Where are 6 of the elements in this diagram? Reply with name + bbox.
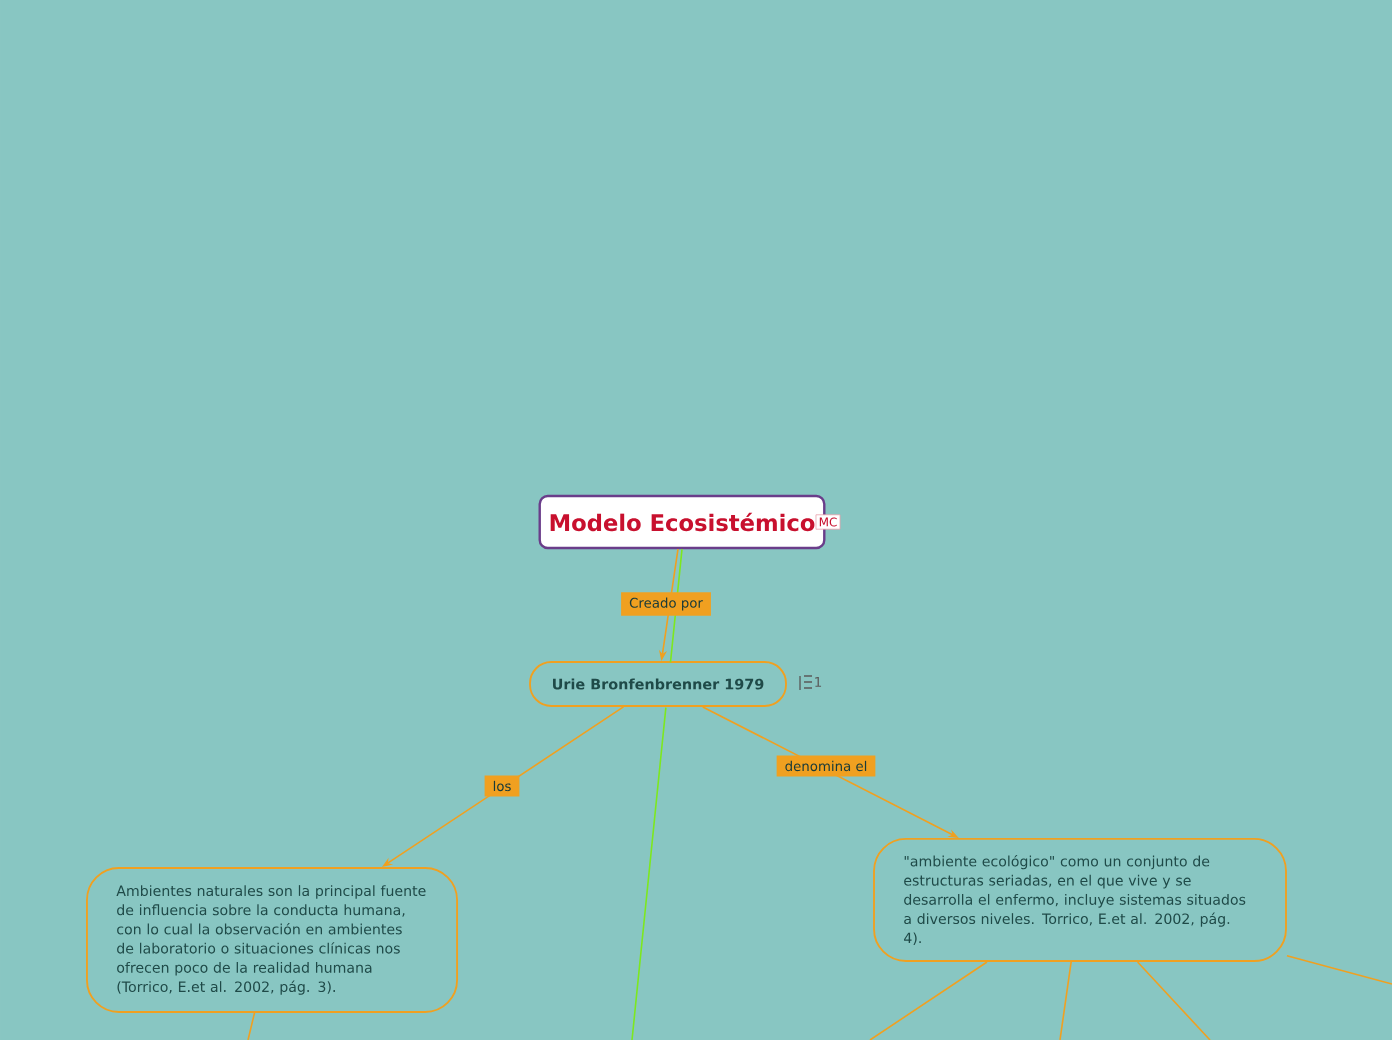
connector xyxy=(1286,954,1392,985)
connector xyxy=(869,961,988,1040)
connector xyxy=(1136,961,1211,1040)
connector xyxy=(631,548,683,1040)
connector xyxy=(247,1012,256,1040)
connector xyxy=(1059,961,1072,1040)
